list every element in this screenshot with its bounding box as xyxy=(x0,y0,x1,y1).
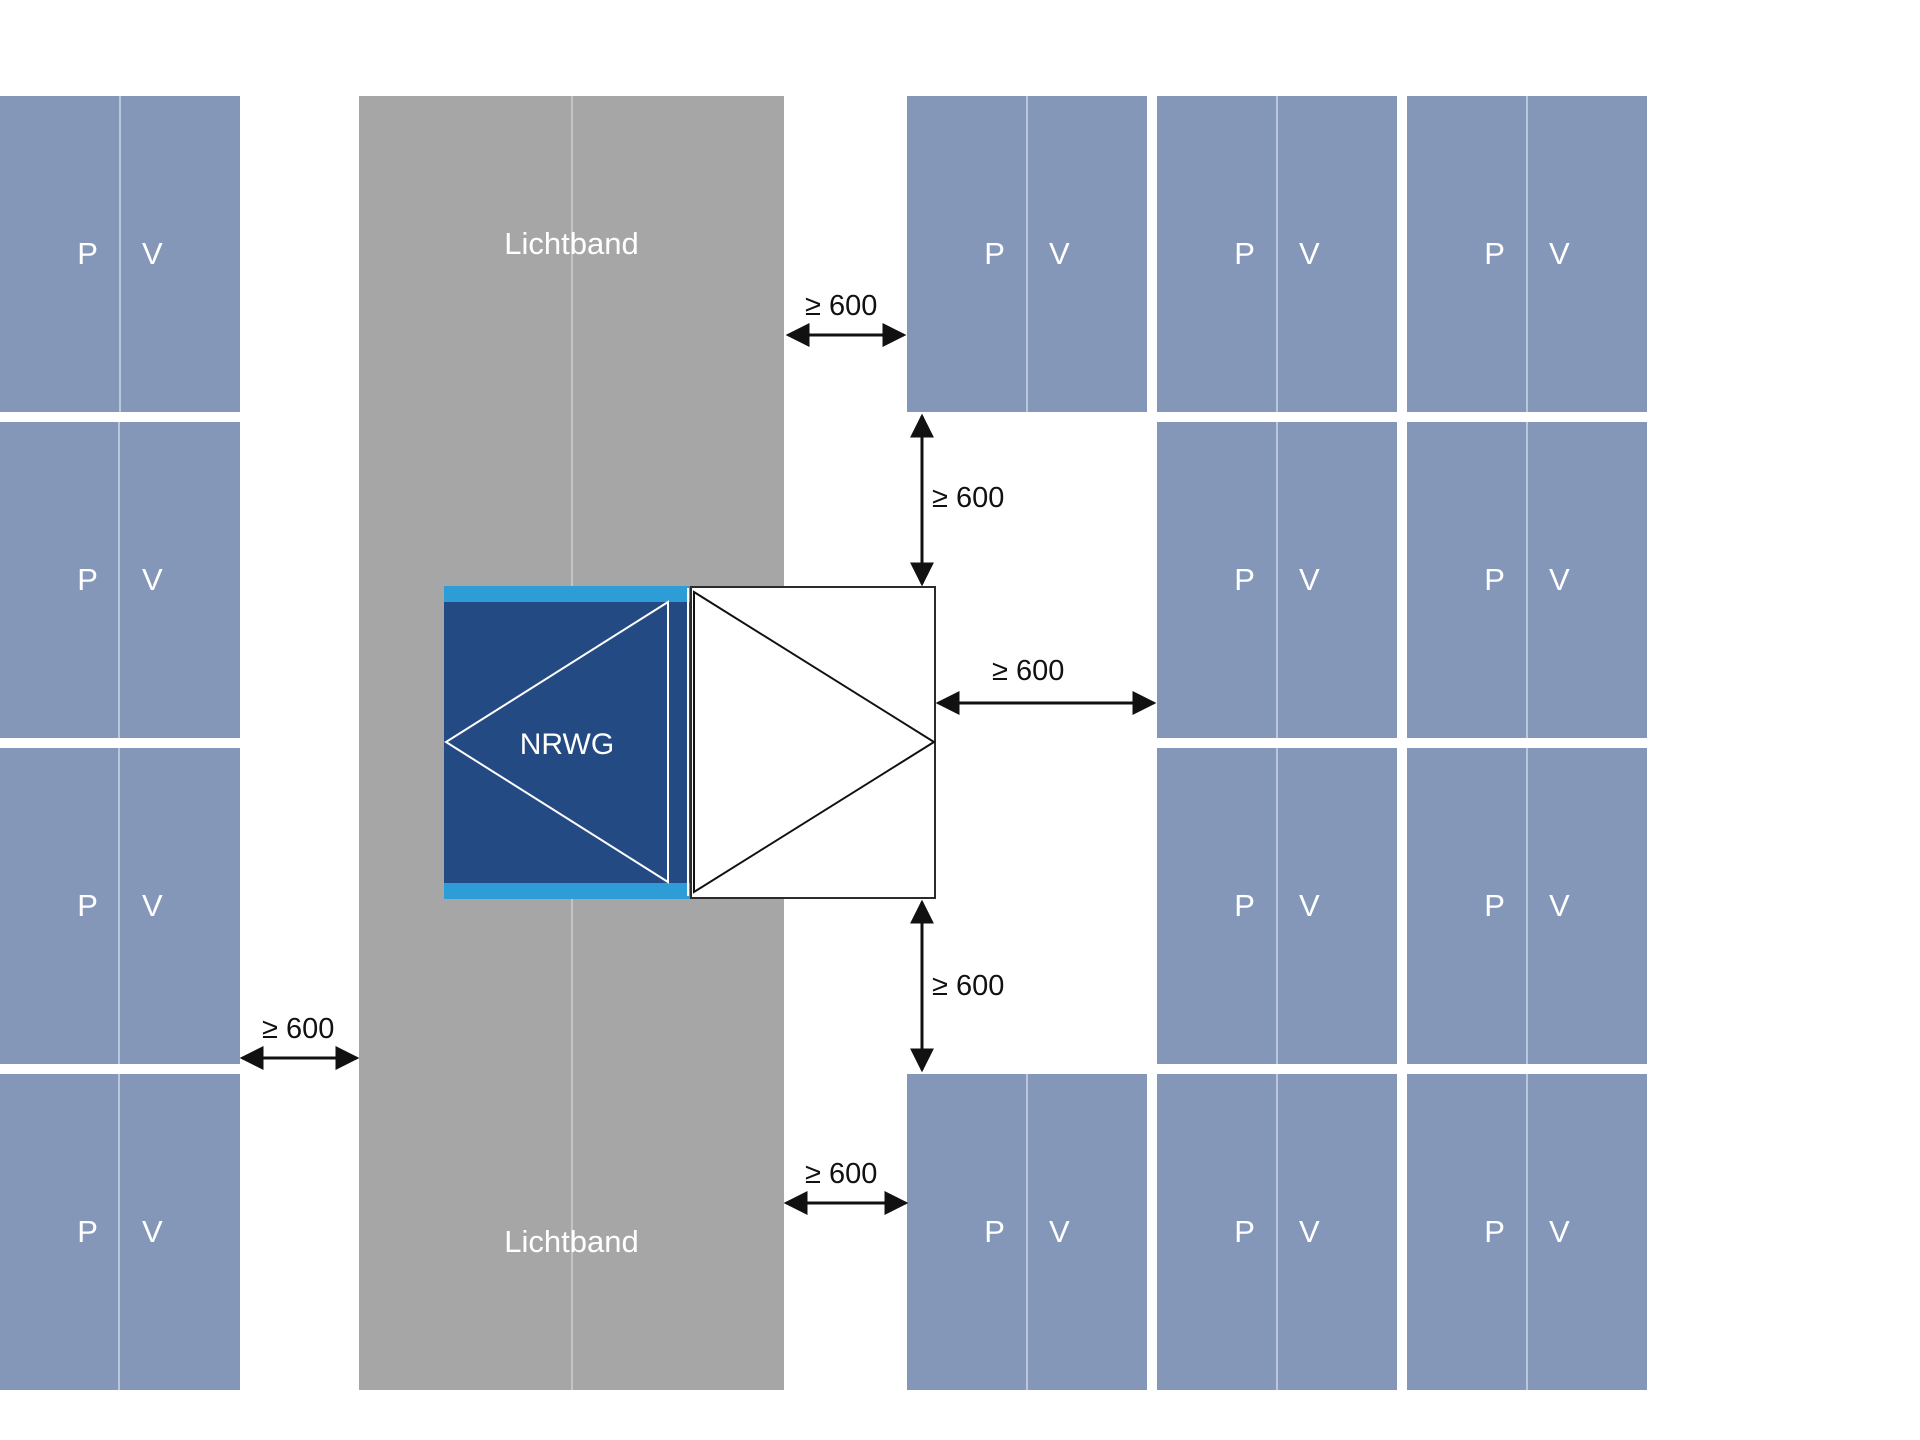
nrwg-bottom-bar xyxy=(444,883,690,899)
pv-label: P V xyxy=(77,562,181,597)
pv-panel: P V xyxy=(1407,422,1647,738)
dimension-label-vertical-above: ≥ 600 xyxy=(932,482,1005,514)
nrwg-unit: NRWG xyxy=(444,586,690,899)
pv-panel: P V xyxy=(0,96,240,412)
pv-panel: P V xyxy=(1407,96,1647,412)
dimension-label-side-gap: ≥ 600 xyxy=(992,655,1065,687)
pv-panel: P V xyxy=(0,422,240,738)
pv-label: P V xyxy=(1234,236,1338,271)
pv-panel: P V xyxy=(1407,748,1647,1064)
skylight-label-bottom: Lichtband xyxy=(504,1224,639,1259)
dimension-label-top-gap: ≥ 600 xyxy=(805,290,878,322)
pv-label: P V xyxy=(77,888,181,923)
pv-label: P V xyxy=(984,236,1088,271)
flap-triangle xyxy=(693,590,936,894)
pv-panel: P V xyxy=(1407,1074,1647,1390)
dimension-label-left-gap: ≥ 600 xyxy=(262,1013,335,1045)
skylight-label-top: Lichtband xyxy=(504,226,639,261)
nrwg-triangle xyxy=(444,600,669,884)
dimension-label-vertical-below: ≥ 600 xyxy=(932,970,1005,1002)
pv-panel: P V xyxy=(1157,748,1397,1064)
pv-label: P V xyxy=(1484,1214,1588,1249)
nrwg-label: NRWG xyxy=(519,728,615,761)
pv-label: P V xyxy=(1234,562,1338,597)
nrwg-top-bar xyxy=(444,586,690,602)
pv-panel: P V xyxy=(1157,96,1397,412)
pv-label: P V xyxy=(1234,1214,1338,1249)
pv-label: P V xyxy=(77,1214,181,1249)
pv-label: P V xyxy=(1234,888,1338,923)
pv-panel: P V xyxy=(1157,422,1397,738)
pv-label: P V xyxy=(1484,236,1588,271)
pv-panel: P V xyxy=(0,1074,240,1390)
pv-label: P V xyxy=(1484,888,1588,923)
pv-panel: P V xyxy=(907,1074,1147,1390)
pv-panel: P V xyxy=(0,748,240,1064)
pv-label: P V xyxy=(77,236,181,271)
pv-label: P V xyxy=(1484,562,1588,597)
pv-panel: P V xyxy=(1157,1074,1397,1390)
pv-panel: P V xyxy=(907,96,1147,412)
dimension-label-bottom-gap: ≥ 600 xyxy=(805,1158,878,1190)
pv-label: P V xyxy=(984,1214,1088,1249)
